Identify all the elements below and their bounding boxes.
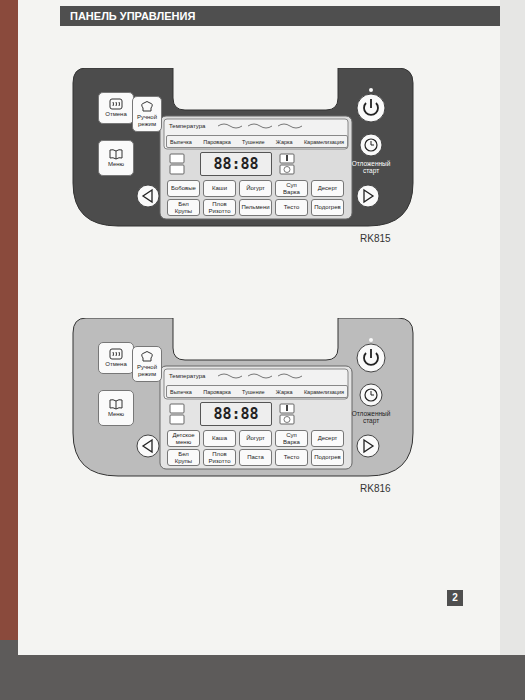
- temperature-strip: Температура: [166, 120, 296, 133]
- icon-cancel: [109, 98, 123, 110]
- panel-button: Подогрев: [311, 199, 344, 216]
- button-label: Паста: [247, 454, 264, 460]
- temperature-strip: Температура: [166, 370, 296, 383]
- button-label: Йогурт: [246, 435, 265, 441]
- button-label: Плов Ризотто: [205, 451, 234, 464]
- panel-button: Суп Варка: [275, 180, 308, 197]
- button-label: Каши: [212, 185, 227, 191]
- mode-label: Пароварка: [203, 139, 231, 145]
- digital-display: 88:88: [200, 402, 272, 426]
- panel-button: Плов Ризотто: [203, 199, 236, 216]
- button-label: Тесто: [284, 204, 300, 210]
- mode-label: Выпечка: [170, 389, 192, 395]
- model-label: RK815: [360, 233, 391, 244]
- mode-strip: Выпечка Пароварка Тушение Жарка Карамелизаци…: [166, 135, 348, 148]
- panel-button: Плов Ризотто: [203, 449, 236, 466]
- button-label: Меню: [108, 411, 124, 417]
- panel-button: Десерт: [311, 430, 344, 447]
- mode-label: Пароварка: [203, 389, 231, 395]
- panel-button: Бел Крупы: [167, 199, 200, 216]
- icon-menu: [109, 398, 123, 410]
- panel-button: Паста: [239, 449, 272, 466]
- mode-strip: Выпечка Пароварка Тушение Жарка Карамелизаци…: [166, 385, 348, 398]
- panel-button: Бел Крупы: [167, 449, 200, 466]
- panel-button: Тесто: [275, 199, 308, 216]
- panel-button: Меню: [98, 140, 134, 176]
- button-label: Подогрев: [314, 454, 340, 460]
- button-label: Бел Крупы: [169, 201, 198, 214]
- button-label: Ручной режим: [134, 114, 160, 127]
- strip-label: Температура: [169, 373, 293, 379]
- panel-button: Ручной режим: [132, 96, 162, 132]
- panel-button: Каши: [203, 180, 236, 197]
- mode-label: Жарка: [276, 139, 293, 145]
- icon-chef: [140, 101, 154, 113]
- digital-display: 88:88: [200, 152, 272, 176]
- mode-label: Выпечка: [170, 139, 192, 145]
- mode-label: Карамелизация: [304, 389, 344, 395]
- page-title: ПАНЕЛЬ УПРАВЛЕНИЯ: [70, 10, 490, 22]
- strip-label: Температура: [169, 123, 293, 129]
- mode-label: Жарка: [276, 389, 293, 395]
- button-label: Тесто: [284, 454, 300, 460]
- page-number: 2: [447, 590, 463, 606]
- display-digits: 88:88: [201, 153, 271, 175]
- button-label: Десерт: [318, 185, 338, 191]
- model-label: RK816: [360, 483, 391, 494]
- panel-button: Йогурт: [239, 430, 272, 447]
- button-label: Отмена: [105, 361, 127, 367]
- mode-label: Карамелизация: [304, 139, 344, 145]
- control-panel: RK816 ОтменаМеню Ручной режимТемператураВы…: [68, 318, 418, 503]
- panel-button: Ручной режим: [132, 346, 162, 382]
- panel-button: Десерт: [311, 180, 344, 197]
- button-label: Отложенный старт: [346, 160, 396, 174]
- button-label: Плов Ризотто: [205, 201, 234, 214]
- button-label: Йогурт: [246, 185, 265, 191]
- icon-cancel: [109, 348, 123, 360]
- delay-start-label: Отложенный старт: [346, 160, 396, 180]
- icon-chef: [140, 351, 154, 363]
- panel-button: Тесто: [275, 449, 308, 466]
- title-band: ПАНЕЛЬ УПРАВЛЕНИЯ: [60, 6, 500, 26]
- panel-button: Отмена: [98, 92, 134, 124]
- panel-button: Подогрев: [311, 449, 344, 466]
- panel-button: Детское меню: [167, 430, 200, 447]
- display-digits: 88:88: [201, 403, 271, 425]
- icon-menu: [109, 148, 123, 160]
- button-label: Бел Крупы: [169, 451, 198, 464]
- button-label: Ручной режим: [134, 364, 160, 377]
- delay-start-label: Отложенный старт: [346, 410, 396, 430]
- button-label: Каша: [212, 435, 227, 441]
- button-label: Меню: [108, 161, 124, 167]
- button-label: Десерт: [318, 435, 338, 441]
- control-panel: RK815 ОтменаМеню Ручной режимТемператураВы…: [68, 68, 418, 253]
- button-label: Суп Варка: [277, 432, 306, 445]
- page-number: 2: [447, 590, 463, 606]
- mode-label: Тушение: [242, 139, 264, 145]
- panel-button: Бобовые: [167, 180, 200, 197]
- panel-button: Пельмени: [239, 199, 272, 216]
- button-label: Подогрев: [314, 204, 340, 210]
- button-label: Отмена: [105, 111, 127, 117]
- panel-button: Суп Варка: [275, 430, 308, 447]
- panel-button: Отмена: [98, 342, 134, 374]
- panel-button: Каша: [203, 430, 236, 447]
- button-label: Детское меню: [169, 432, 198, 445]
- button-label: Бобовые: [171, 185, 196, 191]
- mode-label: Тушение: [242, 389, 264, 395]
- button-label: Отложенный старт: [346, 410, 396, 424]
- button-label: Пельмени: [241, 204, 269, 210]
- panel-button: Меню: [98, 390, 134, 426]
- button-label: Суп Варка: [277, 182, 306, 195]
- panel-button: Йогурт: [239, 180, 272, 197]
